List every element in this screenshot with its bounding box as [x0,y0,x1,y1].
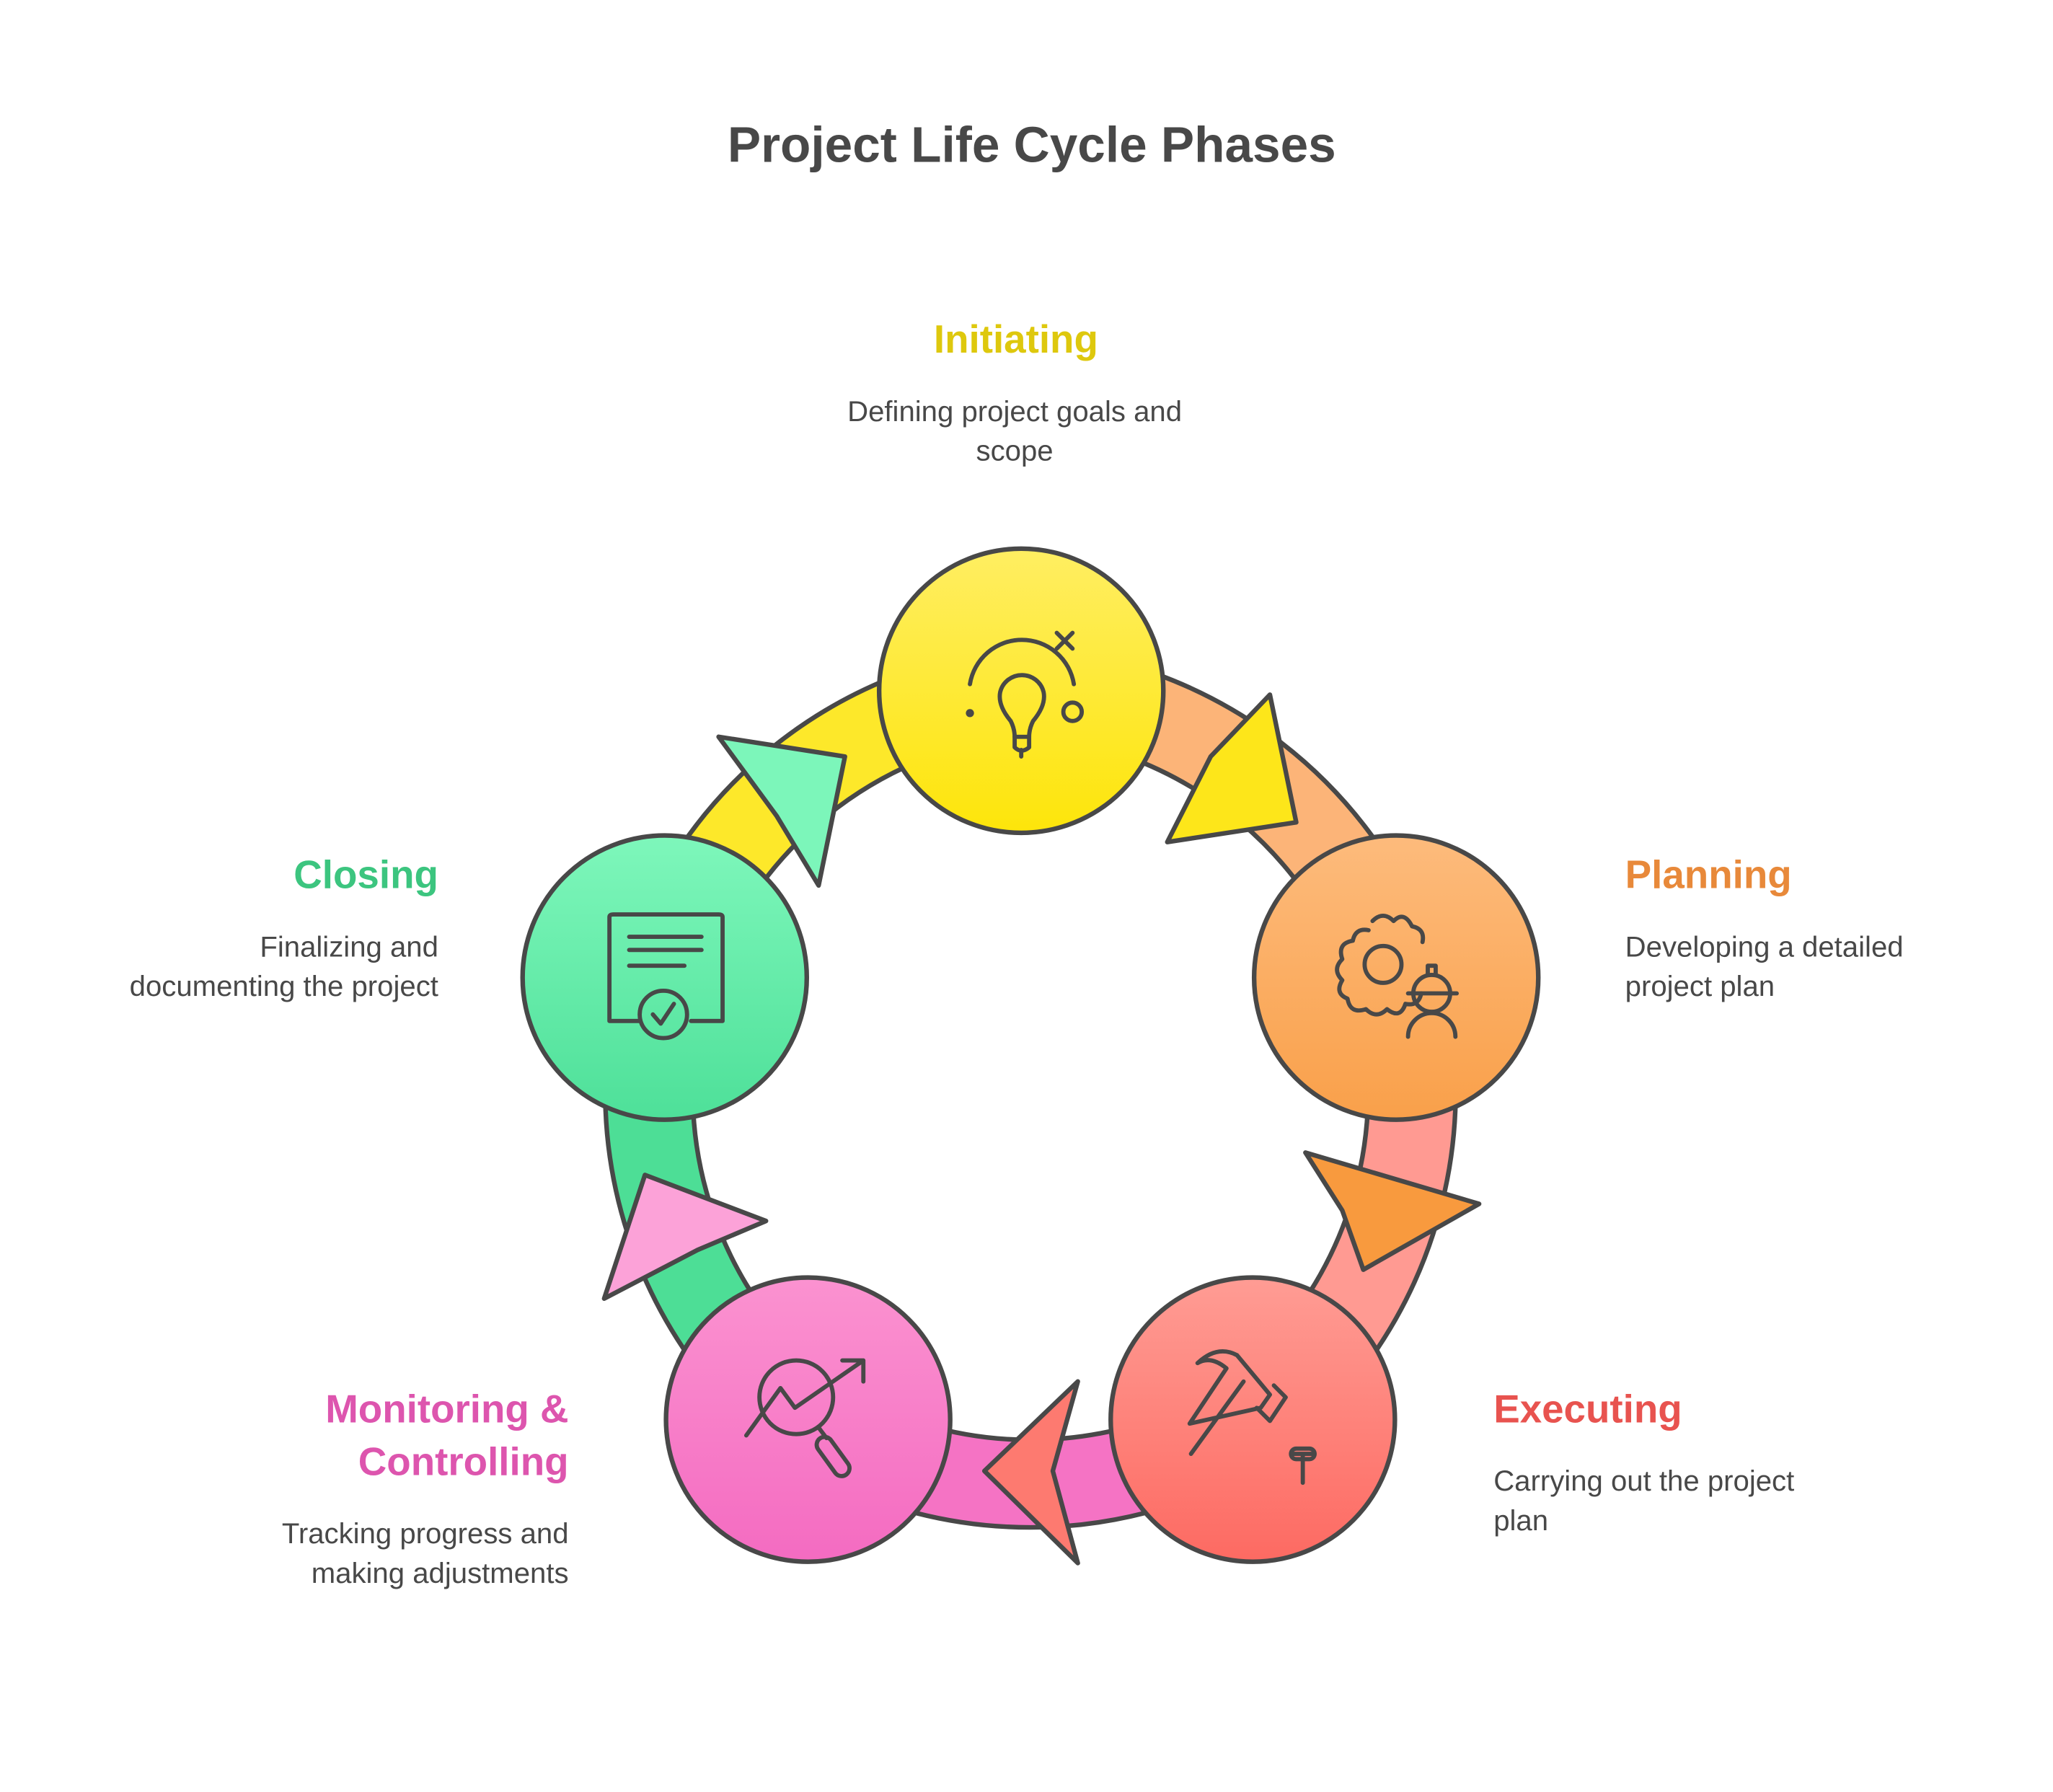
phase-desc-monitoring-line1: Tracking progress and [282,1517,569,1550]
phase-title-planning: Planning [1625,852,1792,897]
certificate-check-icon [607,912,725,1041]
phase-circle-monitoring [663,1275,953,1564]
phase-desc-monitoring-line2: making adjustments [312,1557,569,1589]
chart-magnifier-icon [743,1358,866,1478]
phase-desc-planning-line2: project plan [1625,970,1775,1002]
hammer-nail-icon [1187,1349,1317,1486]
arrowhead-closing [716,734,847,888]
gear-worker-icon [1335,913,1460,1039]
page-title: Project Life Cycle Phases [728,116,1336,172]
phase-circle-executing [1108,1275,1398,1564]
arrowhead-monitoring [601,1173,769,1301]
phase-desc-closing-line1: Finalizing and [260,930,438,963]
phase-circle-closing [520,833,809,1122]
phase-title-monitoring: Monitoring & [325,1386,568,1431]
phase-title-initiating: Initiating [934,317,1098,361]
phase-desc-closing-line2: documenting the project [130,970,438,1002]
phase-desc-planning-line1: Developing a detailed [1625,930,1904,963]
phase-desc-initiating-line1: Defining project goals and [847,395,1182,428]
lightbulb-icon [966,630,1085,759]
phase-desc-initiating-line2: scope [976,435,1054,467]
phase-title-executing: Executing [1493,1386,1682,1431]
phase-circle-initiating [876,546,1166,836]
phase-title-closing: Closing [293,852,438,897]
phase-desc-executing-line2: plan [1493,1504,1548,1537]
arrowhead-initiating [1165,692,1299,844]
arrowhead-executing [981,1379,1080,1566]
phase-desc-executing-line1: Carrying out the project [1493,1465,1794,1497]
phase-title-controlling: Controlling [358,1439,569,1483]
arrowhead-planning [1303,1150,1482,1272]
